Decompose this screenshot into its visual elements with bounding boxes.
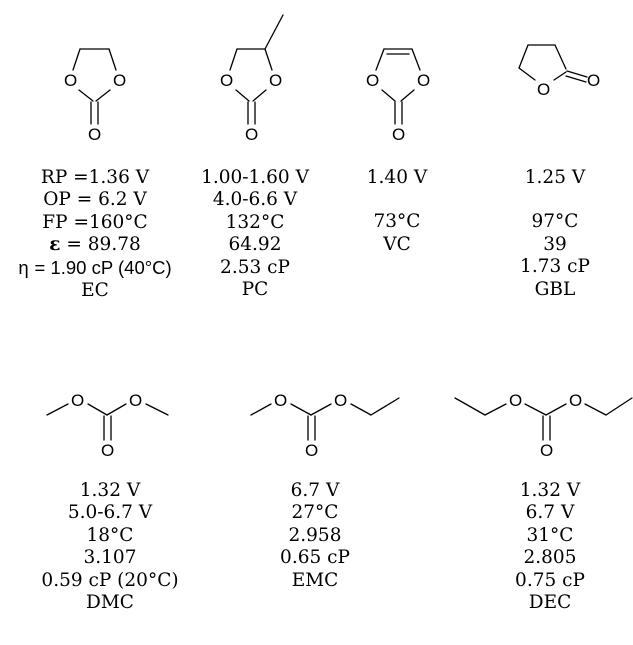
dec-reduction-potential: 1.32 V	[519, 480, 581, 501]
ec-properties: RP =1.36 V OP = 6.2 V FP =160°C ε = 89.7…	[0, 167, 190, 302]
ec-ring-oxygen-right: O	[113, 71, 126, 90]
dec-carbonyl-oxygen: O	[540, 441, 553, 460]
emc-flash-point: 27°C	[291, 502, 339, 524]
dmc-carbonyl-oxygen: O	[101, 441, 114, 460]
ec-dielectric-constant: ε = 89.78	[49, 234, 141, 256]
pc-dielectric-constant: 64.92	[228, 234, 282, 256]
dmc-reduction-potential: 1.32 V	[79, 480, 141, 501]
pc-reduction-potential: 1.00-1.60 V	[201, 167, 309, 188]
emc-carbonyl-oxygen: O	[305, 441, 318, 460]
gbl-spacer	[500, 189, 610, 211]
ec-viscosity: η = 1.90 cP (40°C)	[18, 256, 172, 278]
dec-oxidation-potential: 6.7 V	[525, 502, 575, 524]
gbl-dielectric-constant: 39	[543, 233, 567, 255]
dmc-viscosity: 0.59 cP (20°C)	[41, 569, 179, 591]
dmc-flash-point: 18°C	[86, 524, 134, 546]
dec-oxygen-left: O	[509, 391, 522, 410]
pc-label: PC	[241, 279, 269, 301]
dmc-oxygen-right: O	[129, 391, 142, 410]
dec-dielectric-constant: 2.805	[523, 547, 577, 569]
dec-properties: 1.32 V 6.7 V 31°C 2.805 0.75 cP DEC	[490, 480, 610, 614]
vc-properties: 1.40 V 73°C VC	[347, 167, 447, 256]
dmc-oxidation-potential: 5.0-6.7 V	[67, 502, 153, 524]
gbl-flash-point: 97°C	[531, 211, 579, 233]
emc-oxygen-left: O	[274, 391, 287, 410]
pc-ring-oxygen-right: O	[269, 71, 282, 90]
gbl-viscosity: 1.73 cP	[520, 256, 590, 278]
emc-properties: 6.7 V 27°C 2.958 0.65 cP EMC	[255, 480, 375, 592]
pc-flash-point: 132°C	[225, 211, 285, 233]
pc-viscosity: 2.53 cP	[220, 256, 290, 278]
ec-oxidation-potential: OP = 6.2 V	[43, 189, 147, 211]
dmc-oxygen-left: O	[71, 391, 84, 410]
ec-ring-oxygen-left: O	[64, 71, 77, 90]
ec-label: EC	[81, 280, 109, 302]
gbl-ring-oxygen: O	[537, 80, 550, 99]
gbl-properties: 1.25 V 97°C 39 1.73 cP GBL	[500, 167, 610, 301]
ec-carbonyl-oxygen: O	[88, 125, 101, 144]
emc-oxidation-potential: 6.7 V	[290, 480, 340, 501]
emc-dielectric-constant: 2.958	[288, 524, 342, 546]
ec-reduction-potential: RP =1.36 V	[40, 167, 150, 188]
vc-flash-point: 73°C	[373, 211, 421, 233]
dmc-label: DMC	[86, 592, 134, 614]
pc-properties: 1.00-1.60 V 4.0-6.6 V 132°C 64.92 2.53 c…	[180, 167, 330, 301]
dec-oxygen-right: O	[569, 391, 582, 410]
gbl-reduction-potential: 1.25 V	[524, 167, 586, 188]
vc-spacer	[347, 189, 447, 211]
emc-viscosity: 0.65 cP	[280, 547, 350, 569]
emc-label: EMC	[291, 569, 339, 591]
vc-ring-oxygen-left: O	[366, 71, 379, 90]
vc-label: VC	[383, 233, 411, 255]
dec-viscosity: 0.75 cP	[515, 569, 585, 591]
dec-label: DEC	[528, 592, 572, 614]
emc-oxygen-right: O	[334, 391, 347, 410]
eta-symbol: η	[18, 256, 29, 278]
vc-reduction-potential: 1.40 V	[366, 167, 428, 188]
pc-carbonyl-oxygen: O	[245, 125, 258, 144]
vc-ring-oxygen-right: O	[417, 71, 430, 90]
dmc-properties: 1.32 V 5.0-6.7 V 18°C 3.107 0.59 cP (20°…	[20, 480, 200, 614]
gbl-label: GBL	[534, 278, 576, 300]
ec-flash-point: FP =160°C	[42, 211, 148, 233]
dmc-dielectric-constant: 3.107	[83, 547, 137, 569]
vc-carbonyl-oxygen: O	[392, 125, 405, 144]
dec-flash-point: 31°C	[526, 524, 574, 546]
pc-oxidation-potential: 4.0-6.6 V	[212, 189, 298, 211]
gbl-carbonyl-oxygen: O	[587, 71, 600, 90]
epsilon-symbol: ε	[49, 234, 61, 256]
pc-ring-oxygen-left: O	[220, 71, 233, 90]
